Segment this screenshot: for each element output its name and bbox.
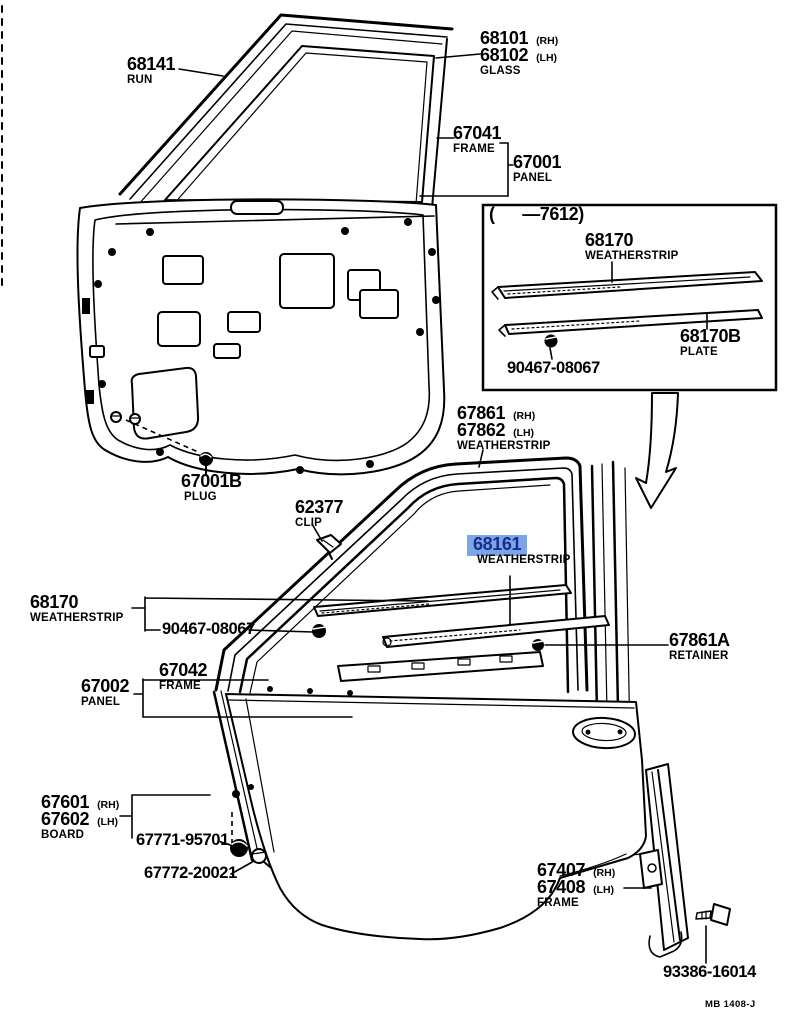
label-run-68141: 68141 RUN (127, 54, 176, 86)
part-number: 68102 (480, 45, 529, 65)
part-number: 68170 (585, 230, 634, 250)
door-outer-panel-art (212, 686, 647, 941)
part-number: 68141 (127, 54, 176, 74)
belt-weatherstrip-art (313, 584, 610, 682)
transfer-arrow (635, 392, 679, 509)
label-panel-67001: 67001 PANEL (513, 152, 562, 184)
part-name: PANEL (81, 696, 121, 708)
side-marker: (LH) (513, 427, 535, 439)
side-marker: (LH) (536, 52, 558, 64)
clip-90467-icon (312, 624, 326, 638)
part-name: RETAINER (669, 650, 729, 662)
side-marker: (LH) (97, 816, 119, 828)
door-handle-recess-art (572, 716, 636, 750)
part-name: FRAME (159, 680, 201, 692)
label-frame-67041: 67041 FRAME (453, 123, 502, 155)
part-name: PANEL (513, 172, 553, 184)
side-marker: (RH) (536, 35, 559, 47)
part-number: 68101 (480, 28, 529, 48)
side-marker: (RH) (593, 867, 616, 879)
label-screw-67772: 67772-20021 (144, 864, 237, 882)
part-name: WEATHERSTRIP (457, 440, 551, 452)
part-number: 67002 (81, 676, 130, 696)
label-weatherstrip-68170-inset: 68170 WEATHERSTRIP (585, 230, 679, 262)
part-name: GLASS (480, 65, 521, 77)
label-plug-67001b: 67001B PLUG (181, 471, 242, 503)
label-glass-68101: 68101 (RH) 68102 (LH) GLASS (480, 28, 559, 77)
label-panel-67002: 67002 PANEL (81, 676, 130, 708)
label-frame-67042: 67042 FRAME (159, 660, 208, 692)
label-board-67601: 67601 (RH) 67602 (LH) BOARD (41, 792, 120, 841)
part-number: 67862 (457, 420, 506, 440)
page-code: MB 1408-J (705, 999, 756, 1010)
part-number: 67861A (669, 630, 730, 650)
label-plate-68170b: 68170B PLATE (680, 326, 741, 358)
upper-window-frame-art (118, 13, 454, 209)
leader-lines (119, 53, 707, 964)
side-marker: (RH) (97, 799, 120, 811)
part-number: 68170B (680, 326, 741, 346)
part-number: 67001 (513, 152, 562, 172)
part-number: 67001B (181, 471, 242, 491)
part-number: 68170 (30, 592, 79, 612)
part-number: 67407 (537, 860, 586, 880)
label-weatherstrip-67861: 67861 (RH) 67862 (LH) WEATHERSTRIP (457, 403, 551, 452)
part-number: 67041 (453, 123, 502, 143)
inset-box-art (481, 203, 778, 392)
part-name: PLATE (680, 346, 718, 358)
part-number: 67601 (41, 792, 90, 812)
door-glass-art (164, 45, 435, 203)
label-screw-93386: 93386-16014 (663, 963, 756, 981)
side-marker: (LH) (593, 884, 615, 896)
label-clip-90467-left: 90467-08067 (162, 620, 255, 638)
label-grommet-67771: 67771-95701 (136, 831, 229, 849)
upper-inner-panel-art (76, 198, 446, 476)
side-marker: (RH) (513, 410, 536, 422)
part-number: 62377 (295, 497, 344, 517)
part-name: CLIP (295, 517, 322, 529)
part-number: 67042 (159, 660, 208, 680)
clip-62377-icon (316, 534, 342, 560)
part-name: PLUG (184, 491, 217, 503)
part-number: 67602 (41, 809, 90, 829)
label-clip-62377: 62377 CLIP (295, 497, 344, 529)
handle-slot-art (230, 200, 284, 215)
label-weatherstrip-68170-left: 68170 WEATHERSTRIP (30, 592, 124, 624)
part-name: BOARD (41, 829, 85, 841)
label-weatherstrip-68161: 68161 WEATHERSTRIP (467, 535, 571, 566)
label-clip-90467-inset: 90467-08067 (507, 359, 600, 377)
lower-run-frame-art (639, 763, 731, 958)
part-name: FRAME (453, 143, 495, 155)
inset-weatherstrip-art (497, 271, 763, 299)
part-name: WEATHERSTRIP (585, 250, 679, 262)
inset-applicability-range: ( —7612) (489, 204, 584, 224)
part-name: WEATHERSTRIP (477, 554, 571, 566)
part-name: WEATHERSTRIP (30, 612, 124, 624)
part-name: RUN (127, 74, 153, 86)
label-retainer-67861a: 67861A RETAINER (669, 630, 730, 662)
part-number: 67408 (537, 877, 586, 897)
label-frame-67407: 67407 (RH) 67408 (LH) FRAME (537, 860, 616, 909)
screw-93386-icon (710, 903, 731, 926)
part-number: 67861 (457, 403, 506, 423)
highlighted-part-number-68161[interactable]: 68161 (467, 535, 528, 556)
part-name: FRAME (537, 897, 579, 909)
